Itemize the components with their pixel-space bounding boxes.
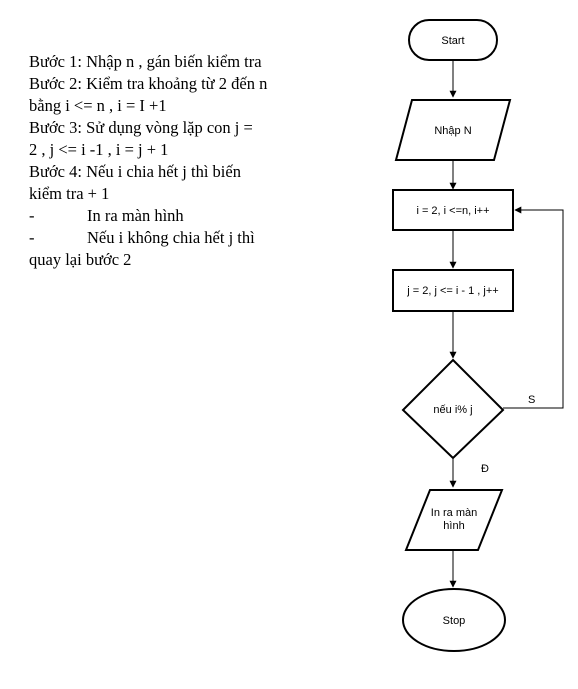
algorithm-steps: Bước 1: Nhập n , gán biến kiểm tra Bước … xyxy=(29,51,329,271)
step-2-continuation: bằng i <= n , i = I +1 xyxy=(29,96,167,115)
input-parallelogram xyxy=(394,99,512,161)
bullet-dash: - xyxy=(29,228,35,247)
output-parallelogram xyxy=(404,489,504,551)
step-1-text: Bước 1: Nhập n , gán biến kiểm tra xyxy=(29,52,262,71)
decision-label: nếu i% j xyxy=(433,404,472,416)
false-branch-label: S xyxy=(528,394,535,406)
start-terminal xyxy=(408,19,498,61)
step-4-continuation: kiểm tra + 1 xyxy=(29,184,110,203)
bullet-print: - In ra màn hình xyxy=(29,205,329,227)
bullet-print-text: In ra màn hình xyxy=(87,206,184,225)
step-2-text: Bước 2: Kiểm tra khoảng từ 2 đến n xyxy=(29,74,268,93)
loop-j-label: j = 2, j <= i - 1 , j++ xyxy=(406,285,498,297)
output-label-line-1: In ra màn xyxy=(431,507,477,519)
true-branch-label: Đ xyxy=(481,463,489,475)
loop-i-process xyxy=(392,189,514,231)
loop-j-process xyxy=(392,269,514,312)
bullet-not-divisible: - Nếu i không chia hết j thì xyxy=(29,227,329,249)
step-3-text: Bước 3: Sử dụng vòng lặp con j = xyxy=(29,118,253,137)
start-label: Start xyxy=(441,35,464,47)
stop-label: Stop xyxy=(443,615,466,627)
edge-decision-loop-back xyxy=(503,206,564,409)
step-4-text: Bước 4: Nếu i chia hết j thì biến xyxy=(29,162,241,181)
step-3-continuation: 2 , j <= i -1 , i = j + 1 xyxy=(29,140,169,159)
bullet-dash: - xyxy=(29,206,35,225)
bullet-not-divisible-continuation: quay lại bước 2 xyxy=(29,250,132,269)
loop-i-label: i = 2, i <=n, i++ xyxy=(416,205,489,217)
decision-diamond xyxy=(401,358,505,460)
output-label-line-2: hình xyxy=(443,520,464,532)
input-label: Nhập N xyxy=(434,125,471,137)
bullet-not-divisible-text: Nếu i không chia hết j thì xyxy=(87,228,255,247)
stop-terminal xyxy=(402,588,506,652)
